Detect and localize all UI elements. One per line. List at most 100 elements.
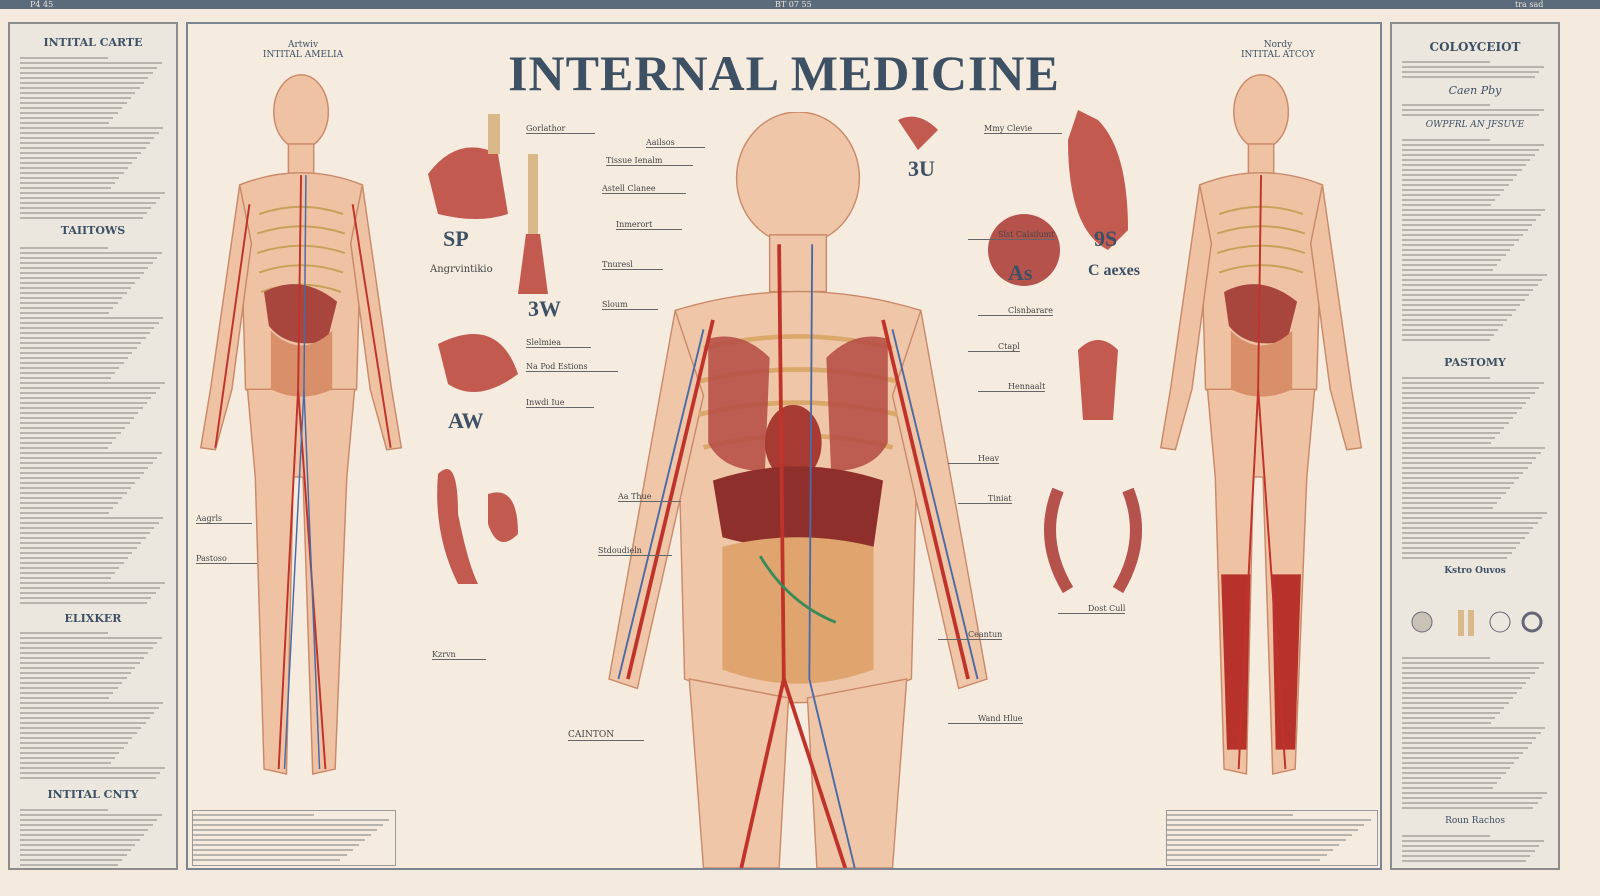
text-line bbox=[1402, 159, 1531, 161]
text-line bbox=[1402, 457, 1537, 459]
text-line bbox=[1402, 294, 1530, 296]
right-heading-1: COLOYCEIOT bbox=[1429, 40, 1521, 54]
text-line bbox=[1402, 537, 1525, 539]
text-line bbox=[1402, 672, 1535, 674]
text-line bbox=[1402, 482, 1515, 484]
text-line bbox=[1402, 179, 1513, 181]
text-line bbox=[20, 492, 127, 494]
text-line bbox=[20, 547, 137, 549]
text-line bbox=[20, 187, 111, 189]
text-line bbox=[1402, 224, 1532, 226]
organ-illustrations-right bbox=[898, 110, 1142, 594]
text-line bbox=[20, 77, 149, 79]
text-line bbox=[1402, 677, 1531, 679]
text-line bbox=[20, 642, 158, 644]
text-line bbox=[1402, 334, 1494, 336]
text-line bbox=[20, 537, 146, 539]
text-line bbox=[20, 864, 118, 866]
text-line bbox=[1402, 507, 1493, 509]
text-line bbox=[20, 517, 164, 519]
text-line bbox=[20, 317, 164, 319]
text-line bbox=[1167, 834, 1352, 836]
callout-label: Aailsos bbox=[646, 138, 705, 148]
right-heading-6: Roun Rachos bbox=[1445, 816, 1505, 826]
text-line bbox=[20, 332, 150, 334]
text-line bbox=[20, 497, 123, 499]
text-line bbox=[20, 137, 155, 139]
text-line bbox=[1402, 845, 1540, 847]
text-line bbox=[1402, 742, 1532, 744]
big-label-9s: 9S bbox=[1094, 226, 1118, 251]
text-line bbox=[20, 487, 131, 489]
text-line bbox=[20, 677, 127, 679]
text-line bbox=[1402, 71, 1540, 73]
text-line bbox=[20, 402, 148, 404]
text-line bbox=[1402, 542, 1521, 544]
text-line bbox=[20, 342, 142, 344]
text-line bbox=[1402, 61, 1490, 63]
text-line bbox=[1402, 767, 1511, 769]
text-line bbox=[20, 829, 149, 831]
text-line bbox=[1402, 234, 1524, 236]
right-heading-4: PASTOMY bbox=[1444, 356, 1506, 369]
text-line bbox=[20, 162, 133, 164]
text-line bbox=[20, 632, 108, 634]
text-line bbox=[20, 637, 162, 639]
text-line bbox=[1402, 840, 1544, 842]
big-label-3w: 3W bbox=[528, 296, 561, 321]
text-line bbox=[20, 262, 153, 264]
text-line bbox=[1402, 377, 1490, 379]
left-body-figure bbox=[199, 74, 403, 775]
text-line bbox=[1402, 717, 1496, 719]
text-line bbox=[20, 854, 127, 856]
text-line bbox=[20, 292, 127, 294]
text-line bbox=[1167, 849, 1333, 851]
callout-label: Tiniat bbox=[958, 494, 1012, 504]
text-line bbox=[1402, 289, 1534, 291]
text-line bbox=[1402, 284, 1538, 286]
text-line bbox=[20, 202, 156, 204]
callout-label: Tissue Ienalm bbox=[606, 156, 693, 166]
text-line bbox=[20, 512, 110, 514]
text-line bbox=[20, 462, 153, 464]
text-line bbox=[1167, 829, 1359, 831]
text-line bbox=[1402, 299, 1525, 301]
text-line bbox=[20, 132, 159, 134]
topbar-right: tra sad bbox=[1515, 0, 1544, 9]
text-line bbox=[20, 437, 117, 439]
text-line bbox=[20, 62, 162, 64]
text-line bbox=[1402, 249, 1511, 251]
text-line bbox=[20, 307, 114, 309]
text-line bbox=[20, 197, 161, 199]
text-line bbox=[20, 844, 136, 846]
text-line bbox=[1402, 757, 1519, 759]
callout-label: Stdoudieln bbox=[598, 546, 672, 556]
text-block bbox=[1402, 101, 1548, 119]
subtitle-label: Angrvintikio bbox=[430, 264, 493, 275]
text-line bbox=[1402, 492, 1506, 494]
text-line bbox=[20, 357, 129, 359]
text-line bbox=[20, 302, 118, 304]
text-line bbox=[20, 347, 137, 349]
text-line bbox=[20, 192, 165, 194]
text-line bbox=[1402, 114, 1540, 116]
text-line bbox=[1402, 144, 1544, 146]
text-line bbox=[20, 127, 164, 129]
text-line bbox=[20, 272, 145, 274]
text-line bbox=[20, 362, 124, 364]
text-line bbox=[1402, 109, 1544, 111]
callout-label: Slst Calsilumt bbox=[968, 230, 1055, 240]
text-line bbox=[20, 477, 140, 479]
legend-box-left bbox=[192, 810, 396, 866]
text-line bbox=[193, 814, 315, 816]
text-line bbox=[20, 172, 124, 174]
text-line bbox=[1402, 417, 1513, 419]
callout-label: Inmerort bbox=[616, 220, 683, 230]
text-line bbox=[1402, 209, 1546, 211]
text-line bbox=[1402, 807, 1534, 809]
callout-label: Aa Thue bbox=[618, 492, 682, 502]
text-line bbox=[20, 432, 121, 434]
callout-label: Sloum bbox=[602, 300, 658, 310]
text-line bbox=[1402, 692, 1518, 694]
text-line bbox=[20, 257, 158, 259]
